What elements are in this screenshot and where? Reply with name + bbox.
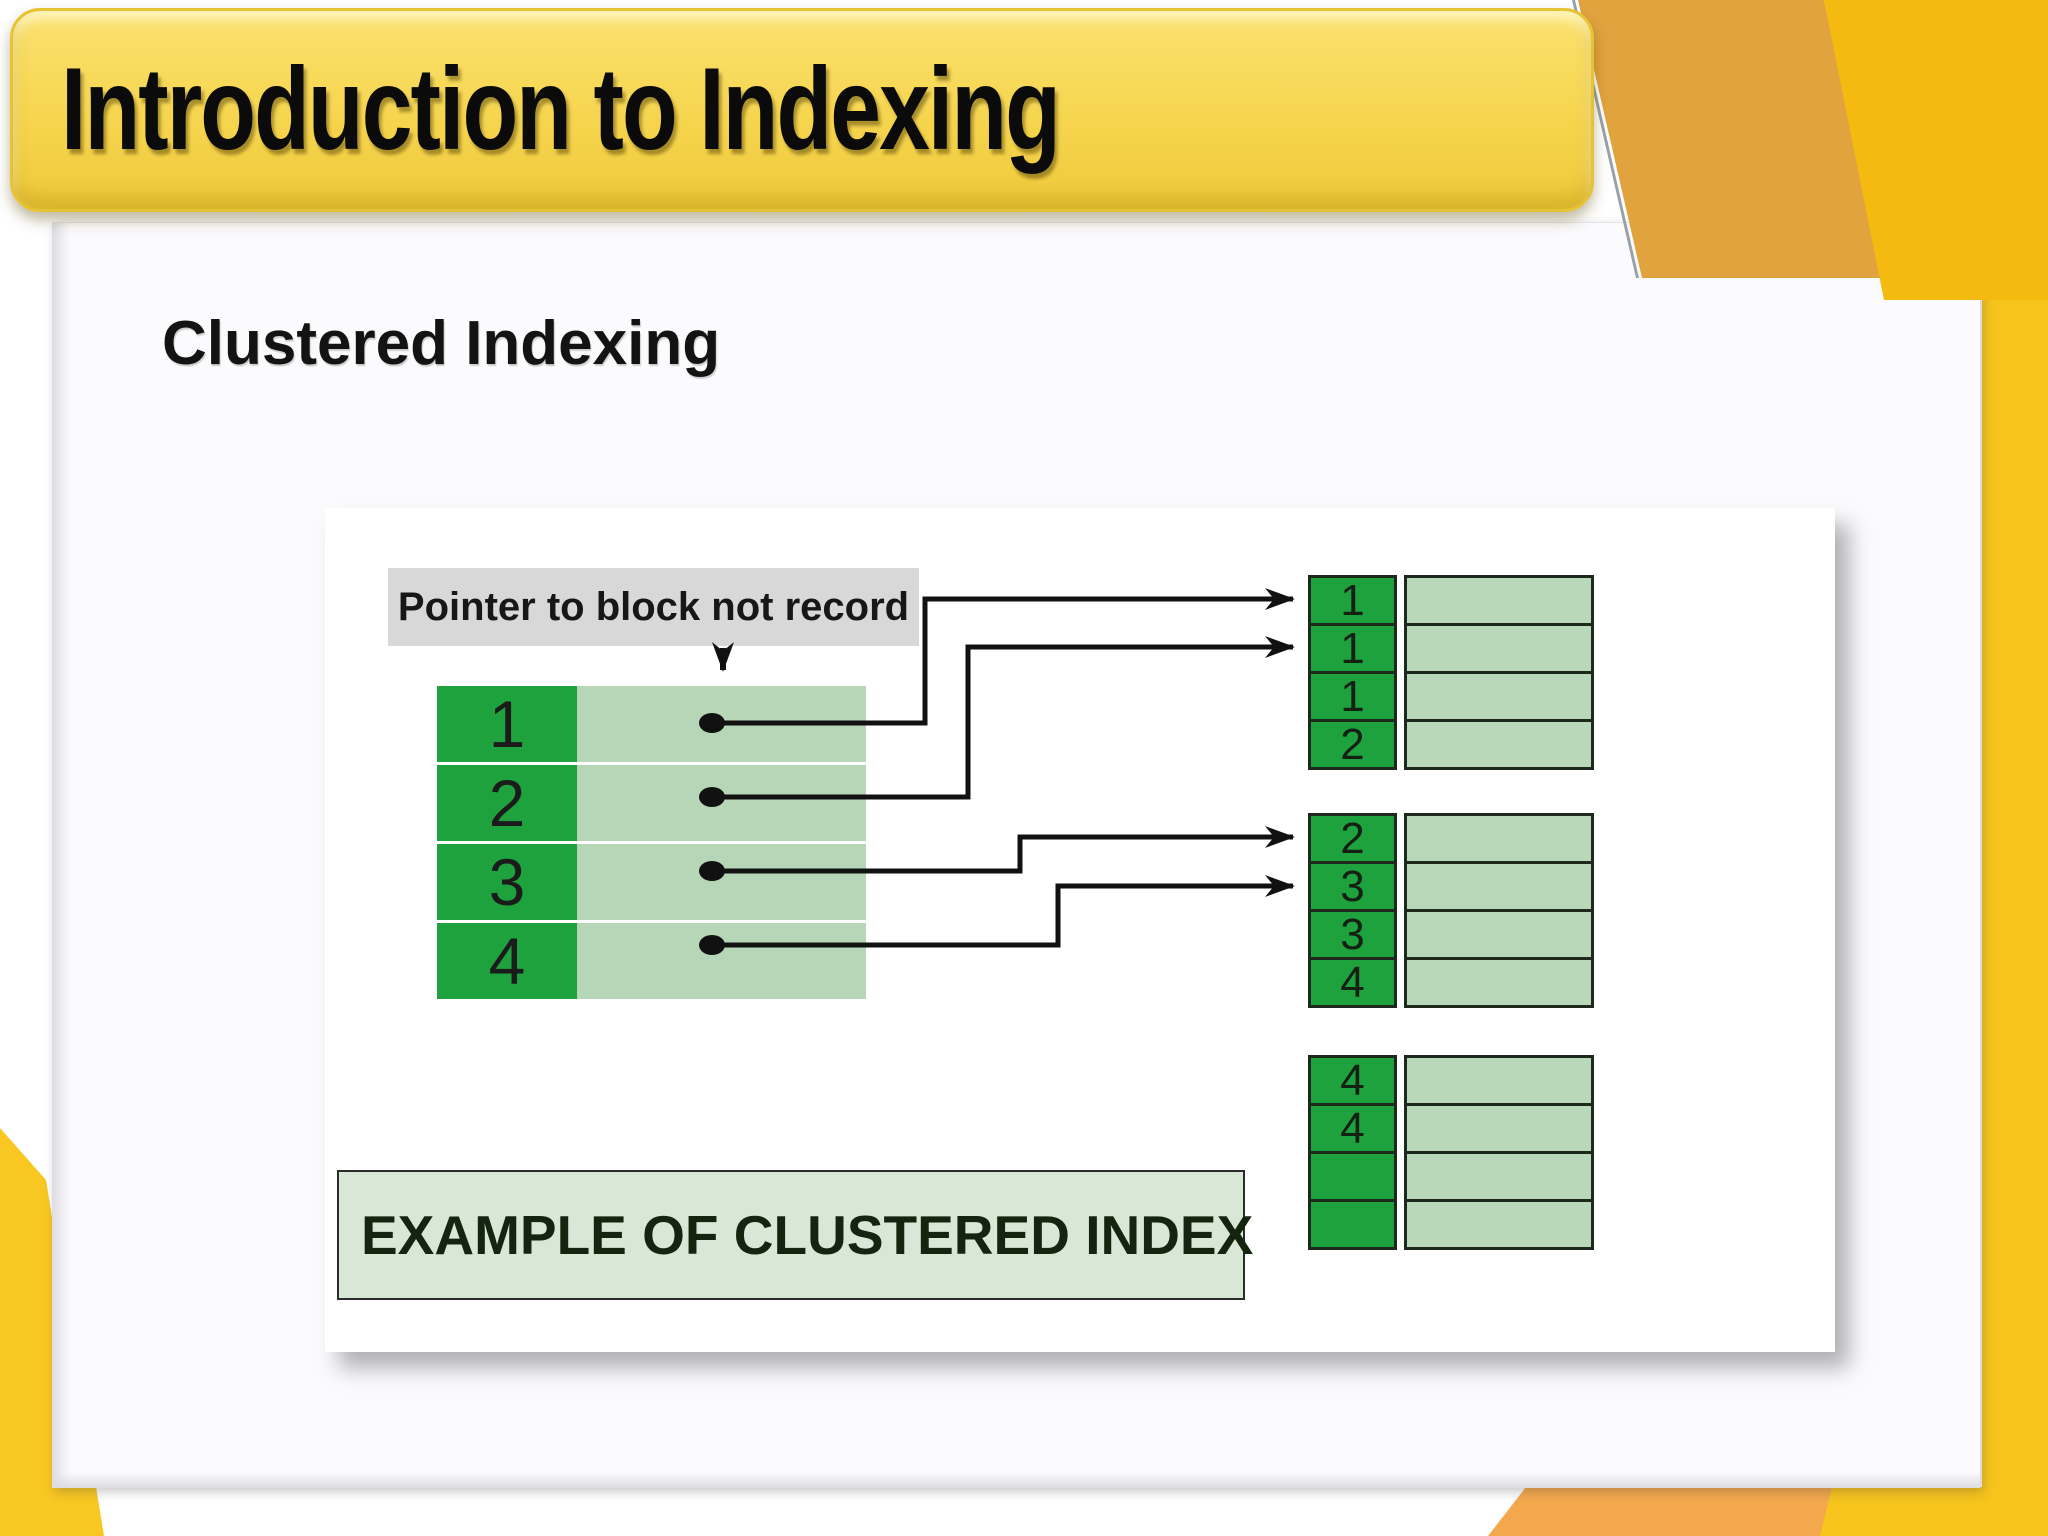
block-key-cell (1308, 1199, 1397, 1250)
block-record-cell (1404, 575, 1594, 626)
bottom-orange-ribbon (1488, 1487, 1836, 1536)
table-row: 1 (1308, 671, 1594, 722)
block-record-cell (1404, 861, 1594, 912)
table-row: 2 (437, 765, 866, 841)
block-key-cell: 2 (1308, 813, 1397, 864)
table-row: 3 (1308, 861, 1594, 912)
block-key-cell: 4 (1308, 1055, 1397, 1106)
block-record-cell (1404, 719, 1594, 770)
slide-title: Introduction to Indexing (61, 44, 1061, 175)
block-key-cell: 1 (1308, 623, 1397, 674)
block-record-cell (1404, 623, 1594, 674)
index-key-cell: 2 (437, 765, 577, 841)
table-row: 4 (437, 923, 866, 999)
table-row: 4 (1308, 1055, 1594, 1106)
index-key-cell: 3 (437, 844, 577, 920)
block-record-cell (1404, 1151, 1594, 1202)
diagram-caption: EXAMPLE OF CLUSTERED INDEX (337, 1170, 1253, 1300)
block-record-cell (1404, 671, 1594, 722)
table-row: 3 (1308, 909, 1594, 960)
block-record-cell (1404, 1103, 1594, 1154)
bottom-gold-ribbon (1820, 1487, 2048, 1536)
block-record-cell (1404, 1199, 1594, 1250)
table-row: 2 (1308, 813, 1594, 864)
table-row (1308, 1151, 1594, 1202)
index-key-cell: 1 (437, 686, 577, 762)
block-key-cell: 2 (1308, 719, 1397, 770)
table-row: 1 (1308, 575, 1594, 626)
title-bar: Introduction to Indexing (10, 8, 1594, 212)
block-key-cell (1308, 1151, 1397, 1202)
block-key-cell: 3 (1308, 861, 1397, 912)
pointer-note-label: Pointer to block not record (388, 568, 919, 646)
block-key-cell: 1 (1308, 575, 1397, 626)
table-row: 4 (1308, 1103, 1594, 1154)
data-block-table-1: 1 1 1 2 (1308, 575, 1594, 770)
block-key-cell: 4 (1308, 1103, 1397, 1154)
block-key-cell: 1 (1308, 671, 1397, 722)
index-pointer-cell (577, 844, 866, 920)
table-row (1308, 1199, 1594, 1250)
block-record-cell (1404, 909, 1594, 960)
block-record-cell (1404, 957, 1594, 1008)
block-record-cell (1404, 813, 1594, 864)
index-key-cell: 4 (437, 923, 577, 999)
index-pointer-cell (577, 923, 866, 999)
index-pointer-cell (577, 765, 866, 841)
table-row: 1 (1308, 623, 1594, 674)
block-record-cell (1404, 1055, 1594, 1106)
table-row: 1 (437, 686, 866, 762)
index-pointer-cell (577, 686, 866, 762)
block-key-cell: 4 (1308, 957, 1397, 1008)
table-row: 2 (1308, 719, 1594, 770)
table-row: 3 (437, 844, 866, 920)
block-key-cell: 3 (1308, 909, 1397, 960)
data-block-table-3: 4 4 (1308, 1055, 1594, 1250)
table-row: 4 (1308, 957, 1594, 1008)
index-table: 1 2 3 4 (437, 686, 866, 999)
section-heading: Clustered Indexing (162, 309, 721, 378)
clustered-index-diagram: Pointer to block not record 1 2 3 4 (325, 508, 1835, 1352)
data-block-table-2: 2 3 3 4 (1308, 813, 1594, 1008)
